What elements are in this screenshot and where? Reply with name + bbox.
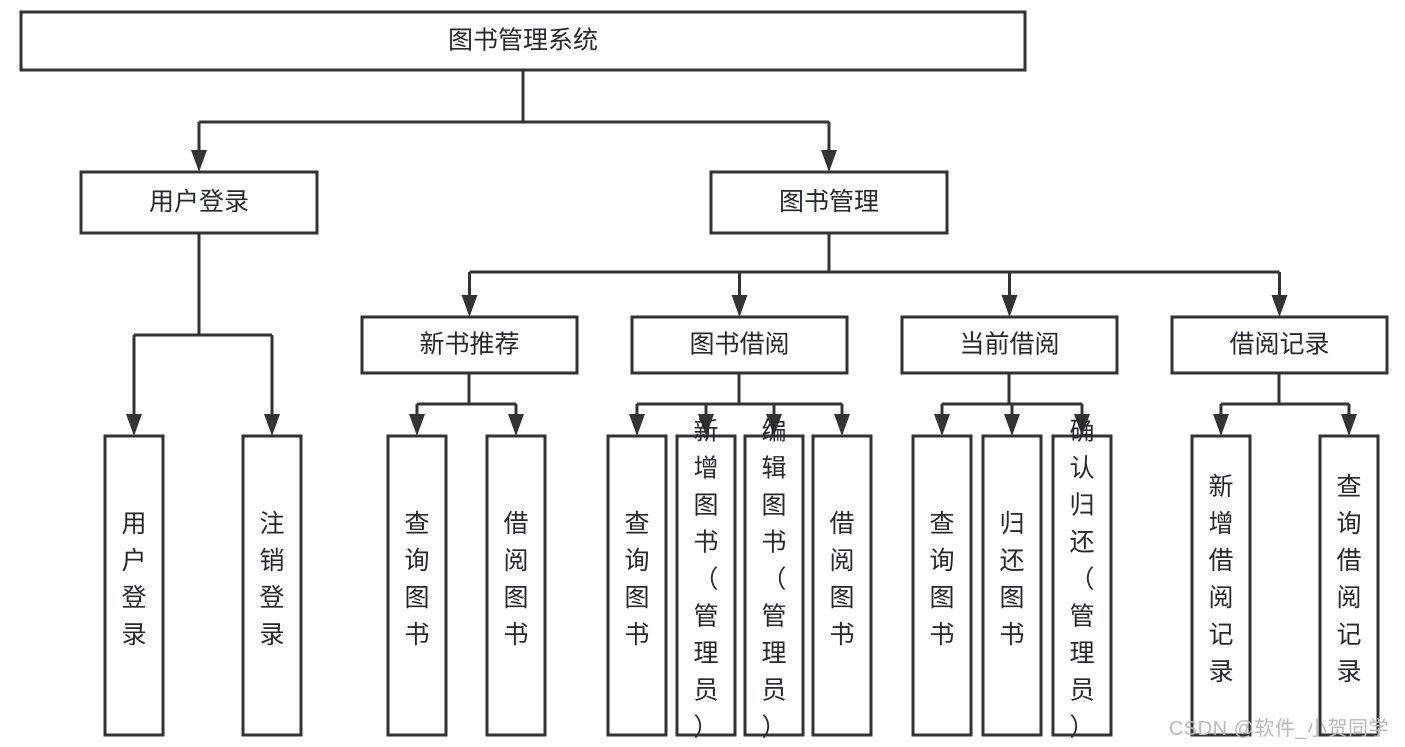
node-leaf-return-book[interactable]: 归还图书 xyxy=(981,434,1043,737)
node-book-management[interactable]: 图书管理 xyxy=(709,170,949,235)
node-label: 查询图书 xyxy=(624,510,649,649)
node-label: 查询借阅记录 xyxy=(1336,473,1361,686)
node-book-borrow[interactable]: 图书借阅 xyxy=(630,315,849,375)
arrow-head-icon xyxy=(834,414,850,436)
node-box[interactable] xyxy=(630,315,849,375)
node-label: 图书借阅 xyxy=(689,331,789,359)
node-label: 借阅记录 xyxy=(1229,331,1329,359)
node-box[interactable] xyxy=(485,434,547,737)
arrow-head-icon xyxy=(1074,414,1090,436)
arrow-head-icon xyxy=(1001,295,1018,317)
node-leaf-user-login[interactable]: 用户登录 xyxy=(103,434,165,737)
node-box[interactable] xyxy=(241,434,303,737)
node-leaf-borrow-book[interactable]: 借阅图书 xyxy=(811,434,873,737)
arrow-head-icon xyxy=(821,150,837,172)
arrow-head-icon xyxy=(264,414,280,436)
node-layer: 图书管理系统用户登录图书管理新书推荐图书借阅当前借阅借阅记录用户登录注销登录查询… xyxy=(19,10,1389,742)
node-box[interactable] xyxy=(19,10,1027,72)
node-leaf-query-book-current[interactable]: 查询图书 xyxy=(911,434,973,737)
node-leaf-add-borrow-record[interactable]: 新增借阅记录 xyxy=(1190,434,1252,737)
node-label: 用户登录 xyxy=(149,188,249,216)
node-box[interactable] xyxy=(1051,434,1113,737)
node-root[interactable]: 图书管理系统 xyxy=(19,10,1027,72)
node-box[interactable] xyxy=(675,434,737,737)
arrow-head-icon xyxy=(191,150,207,172)
node-box[interactable] xyxy=(103,434,165,737)
arrow-head-icon xyxy=(731,295,748,317)
node-leaf-query-borrow-record[interactable]: 查询借阅记录 xyxy=(1318,434,1380,737)
node-box[interactable] xyxy=(1318,434,1380,737)
node-leaf-query-book-recommend[interactable]: 查询图书 xyxy=(386,434,448,737)
node-label: 图书管理系统 xyxy=(448,27,598,55)
arrow-head-icon xyxy=(698,414,714,436)
node-label: 查询图书 xyxy=(929,510,954,649)
node-label: 新增图书（管理员） xyxy=(693,418,718,742)
node-label: 注销登录 xyxy=(259,510,284,649)
node-label: 新书推荐 xyxy=(419,331,519,359)
node-box[interactable] xyxy=(981,434,1043,737)
node-label: 查询图书 xyxy=(404,510,429,649)
node-box[interactable] xyxy=(606,434,668,737)
node-box[interactable] xyxy=(709,170,949,235)
node-box[interactable] xyxy=(1190,434,1252,737)
connector-layer xyxy=(126,70,1357,436)
arrow-head-icon xyxy=(1004,414,1020,436)
node-label: 用户登录 xyxy=(121,510,146,649)
node-leaf-edit-book[interactable]: 编辑图书（管理员） xyxy=(743,418,805,742)
node-borrow-record[interactable]: 借阅记录 xyxy=(1170,315,1389,375)
node-leaf-add-book[interactable]: 新增图书（管理员） xyxy=(675,418,737,742)
arrow-head-icon xyxy=(934,414,950,436)
connector-root-to-level1 xyxy=(191,70,837,172)
node-box[interactable] xyxy=(1170,315,1389,375)
node-current-borrow[interactable]: 当前借阅 xyxy=(900,315,1119,375)
node-box[interactable] xyxy=(811,434,873,737)
node-leaf-query-book-borrow[interactable]: 查询图书 xyxy=(606,434,668,737)
node-label: 图书管理 xyxy=(779,188,879,216)
node-label: 借阅图书 xyxy=(829,510,854,649)
node-box[interactable] xyxy=(743,434,805,737)
arrow-head-icon xyxy=(766,414,782,436)
connector-book-borrow-to-leaves xyxy=(629,373,850,436)
arrow-head-icon xyxy=(1341,414,1357,436)
node-leaf-user-logout[interactable]: 注销登录 xyxy=(241,434,303,737)
arrow-head-icon xyxy=(1271,295,1288,317)
node-box[interactable] xyxy=(900,315,1119,375)
node-label: 新增借阅记录 xyxy=(1208,473,1233,686)
arrow-head-icon xyxy=(461,295,478,317)
arrow-head-icon xyxy=(409,414,425,436)
node-leaf-confirm-return[interactable]: 确认归还（管理员） xyxy=(1051,418,1113,742)
node-box[interactable] xyxy=(79,170,319,235)
node-user-login[interactable]: 用户登录 xyxy=(79,170,319,235)
node-label: 确认归还（管理员） xyxy=(1069,418,1094,742)
node-label: 归还图书 xyxy=(999,510,1024,649)
arrow-head-icon xyxy=(629,414,645,436)
node-label: 借阅图书 xyxy=(503,510,528,649)
node-label: 编辑图书（管理员） xyxy=(761,418,786,742)
node-box[interactable] xyxy=(386,434,448,737)
arrow-head-icon xyxy=(1213,414,1229,436)
arrow-head-icon xyxy=(508,414,524,436)
connector-current-borrow-to-leaves xyxy=(934,373,1090,436)
node-box[interactable] xyxy=(911,434,973,737)
connector-new-book-recommend-to-leaves xyxy=(409,373,524,436)
connector-book-management-to-level2 xyxy=(461,233,1288,317)
node-box[interactable] xyxy=(360,315,579,375)
connector-user-login-to-leaves xyxy=(126,233,280,436)
node-label: 当前借阅 xyxy=(959,331,1059,359)
node-new-book-recommend[interactable]: 新书推荐 xyxy=(360,315,579,375)
node-leaf-borrow-book-recommend[interactable]: 借阅图书 xyxy=(485,434,547,737)
connector-borrow-record-to-leaves xyxy=(1213,373,1357,436)
arrow-head-icon xyxy=(126,414,142,436)
